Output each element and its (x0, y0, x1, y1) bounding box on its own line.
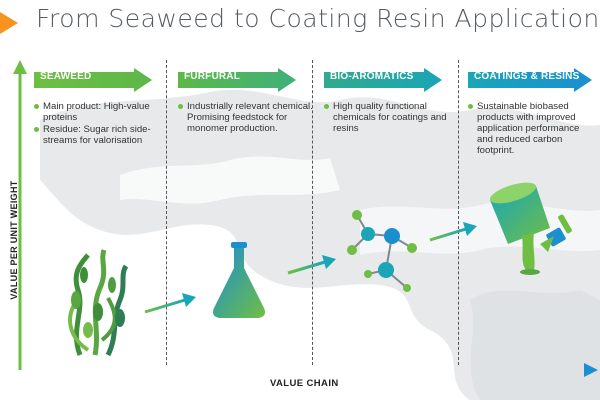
stage-divider (166, 60, 167, 365)
stage-arrow (34, 68, 152, 92)
flow-arrow (287, 255, 336, 275)
stage-bullet: Sustainable biobased products with impro… (468, 101, 590, 156)
stage-label: SEAWEED (40, 71, 92, 82)
stage-arrow (324, 68, 442, 92)
stage-bullet: Industrially relevant chemical. Promisin… (178, 101, 318, 134)
stage-arrow (468, 68, 592, 92)
stage-label: FURFURAL (184, 71, 241, 82)
page-title: From Seaweed to Coating Resin Applicatio… (36, 4, 600, 33)
stage-divider (458, 60, 459, 365)
title-arrow-icon (0, 12, 18, 34)
molecule-icon (347, 210, 417, 292)
x-axis-label: VALUE CHAIN (270, 378, 339, 389)
stage-label: COATINGS & RESINS (474, 71, 580, 82)
stage-divider (312, 60, 313, 365)
seaweed-icon (68, 249, 129, 357)
paint-brush-icon (540, 214, 572, 252)
stage-label: BIO-AROMATICS (330, 71, 414, 82)
stage-arrow (178, 68, 296, 92)
paint-bucket-icon (489, 182, 550, 275)
stage-bullet: Main product: High-value proteins (34, 101, 174, 123)
flow-arrow (429, 222, 477, 242)
flow-arrow (144, 293, 196, 314)
stage-bullet: High quality functional chemicals for co… (324, 101, 464, 134)
flask-icon (212, 242, 266, 318)
stage-bullet: Residue: Sugar rich side-streams for val… (34, 124, 174, 146)
